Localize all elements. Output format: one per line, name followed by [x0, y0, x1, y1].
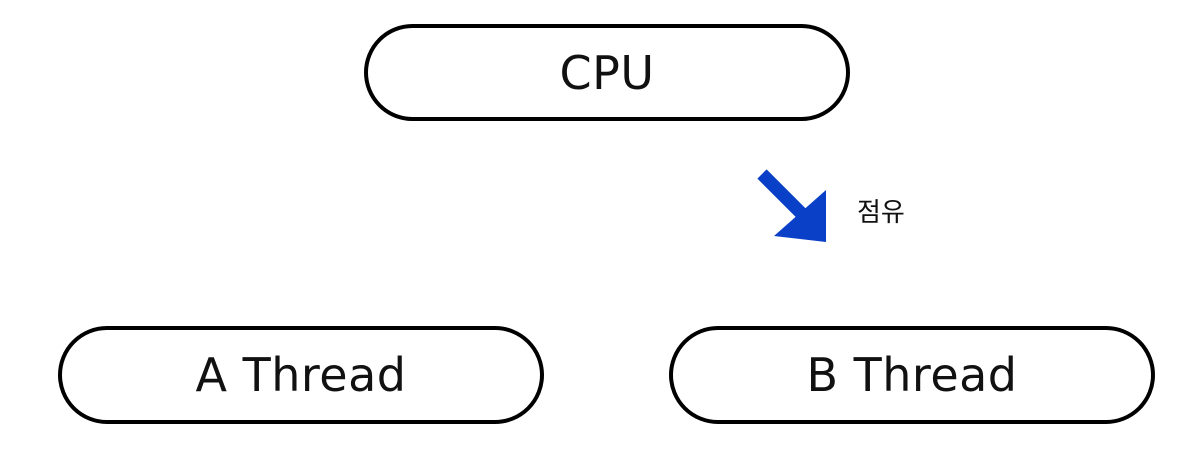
a-thread-node: A Thread [58, 326, 544, 424]
b-thread-node: B Thread [669, 326, 1155, 424]
arrow-head [774, 190, 826, 242]
b-thread-node-label: B Thread [806, 348, 1018, 402]
edge-label-occupy: 점유 [857, 198, 905, 228]
a-thread-node-label: A Thread [195, 348, 407, 402]
cpu-node: CPU [364, 24, 850, 121]
cpu-node-label: CPU [559, 45, 655, 100]
occupy-arrow-svg [757, 169, 826, 242]
occupy-arrow-icon [748, 160, 838, 250]
